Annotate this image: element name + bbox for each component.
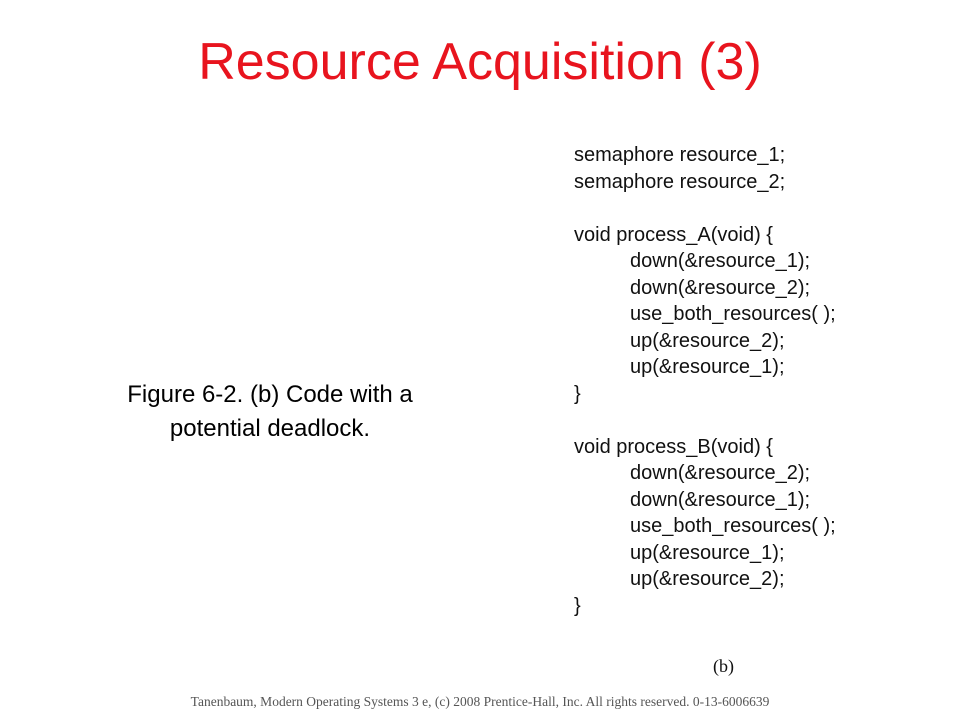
figure-caption: Figure 6-2. (b) Code with a potential de… <box>60 378 480 446</box>
figure-label: (b) <box>713 656 734 676</box>
code-line: semaphore resource_2; <box>574 170 786 193</box>
code-line: void process_B(void) { <box>574 435 773 458</box>
code-line: down(&resource_2); <box>630 276 811 299</box>
code-line: down(&resource_2); <box>630 462 811 484</box>
code-line: semaphore resource_1; <box>574 144 786 166</box>
code-line: use_both_resources( ); <box>630 303 836 325</box>
code-line: up(&resource_1); <box>630 541 785 564</box>
code-line: } <box>574 594 581 617</box>
code-line: down(&resource_1); <box>630 250 811 272</box>
code-line: down(&resource_1); <box>630 488 811 511</box>
code-line: } <box>574 382 581 405</box>
code-line: void process_A(void) { <box>574 223 773 246</box>
copyright-footer: Tanenbaum, Modern Operating Systems 3 e,… <box>190 694 770 709</box>
code-line <box>574 195 836 222</box>
code-line: use_both_resources( ); <box>630 515 836 537</box>
code-line: up(&resource_2); <box>630 329 785 352</box>
code-line <box>574 407 836 434</box>
code-listing: semaphore resource_1; semaphore resource… <box>574 142 836 619</box>
code-line: up(&resource_1); <box>630 356 785 378</box>
slide-title: Resource Acquisition (3) <box>198 33 762 91</box>
caption-line-1: Figure 6-2. (b) Code with a <box>127 381 413 408</box>
caption-line-2: potential deadlock. <box>169 415 371 442</box>
code-line: up(&resource_2); <box>630 568 785 590</box>
